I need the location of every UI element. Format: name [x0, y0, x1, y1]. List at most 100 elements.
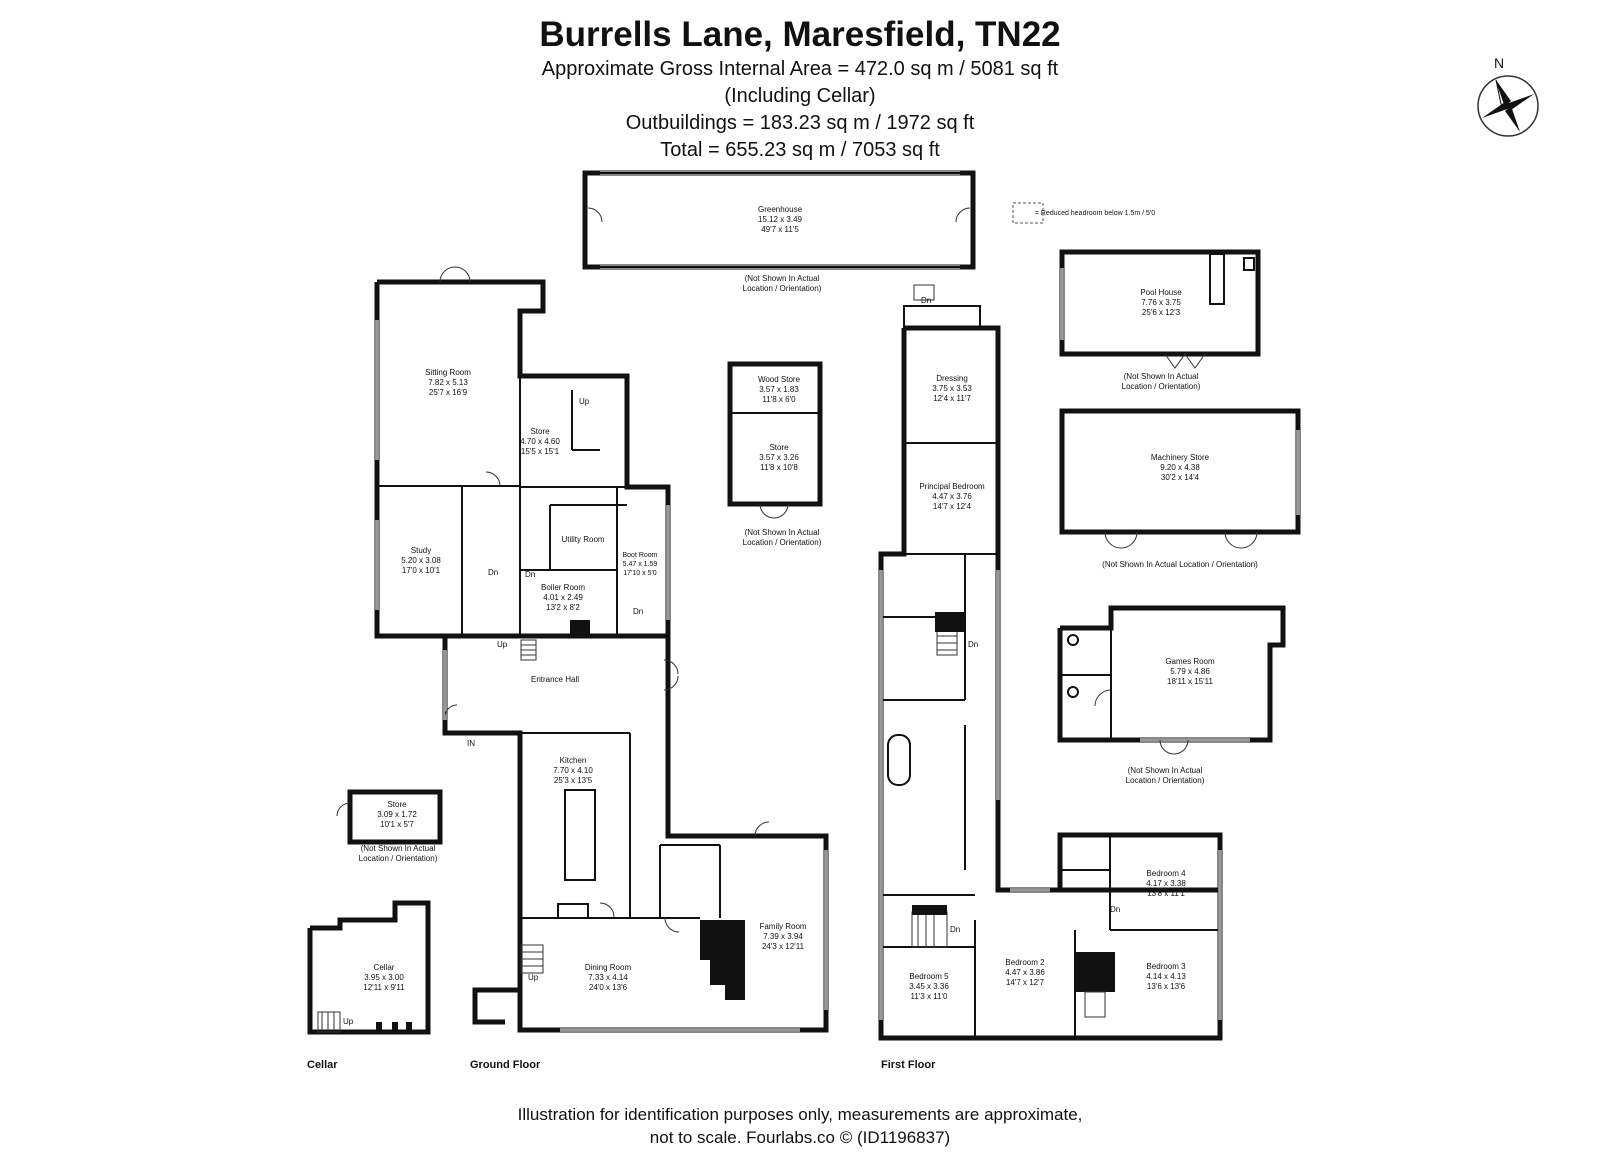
kitchen-metric: 7.70 x 4.10 — [553, 766, 593, 775]
dn-marker: Dn — [950, 925, 960, 934]
up-marker: Up — [497, 640, 508, 649]
small-store-name: Store — [387, 800, 407, 809]
compass: N — [1477, 55, 1539, 137]
principal-bedroom-metric: 4.47 x 3.76 — [932, 492, 972, 501]
up-marker: Up — [528, 973, 539, 982]
wood-store-metric: 3.57 x 1.83 — [759, 385, 799, 394]
store-out-name: Store — [769, 443, 789, 452]
ground-stairs-icon — [520, 639, 544, 974]
pool-house-note-2: Location / Orientation) — [1122, 382, 1201, 391]
header: Burrells Lane, Maresfield, TN22 Approxim… — [400, 14, 1200, 164]
area-note: (Including Cellar) — [724, 85, 876, 107]
floor-label-ground: Ground Floor — [470, 1059, 541, 1071]
study-name: Study — [411, 546, 431, 555]
games-room-metric: 5.79 x 4.86 — [1170, 667, 1210, 676]
bedroom4-metric: 4.17 x 3.38 — [1146, 879, 1186, 888]
small-store-plan: Store 3.09 x 1.72 10'1 x 5'7 (Not Shown … — [336, 789, 443, 863]
store-out-metric: 3.57 x 3.26 — [759, 453, 799, 462]
area-line: Approximate Gross Internal Area = 472.0 … — [541, 58, 1059, 80]
boot-room-metric: 5.47 x 1.59 — [623, 561, 658, 568]
games-room-name: Games Room — [1165, 657, 1215, 666]
machinery-store-imperial: 30'2 x 14'4 — [1161, 473, 1200, 482]
cellar-imperial: 12'11 x 9'11 — [363, 983, 405, 992]
bedroom2-metric: 4.47 x 3.86 — [1005, 968, 1045, 977]
store-ground-name: Store — [530, 427, 550, 436]
machinery-store-metric: 9.20 x 4.38 — [1160, 463, 1200, 472]
page-title: Burrells Lane, Maresfield, TN22 — [539, 15, 1061, 54]
bedroom3-name: Bedroom 3 — [1146, 962, 1186, 971]
dining-room-imperial: 24'0 x 13'6 — [589, 983, 628, 992]
sitting-room-imperial: 25'7 x 16'9 — [429, 388, 468, 397]
cellar-name: Cellar — [374, 963, 395, 972]
small-store-note-1: (Not Shown In Actual — [361, 844, 436, 853]
study-imperial: 17'0 x 10'1 — [402, 566, 441, 575]
boot-room-name: Boot Room — [622, 552, 657, 559]
compass-label: N — [1494, 55, 1504, 71]
wood-store-imperial: 11'8 x 6'0 — [762, 395, 796, 404]
legend-text: = Reduced headroom below 1.5m / 5'0 — [1035, 210, 1155, 217]
disclaimer-line-2: not to scale. Fourlabs.co © (ID1196837) — [649, 1128, 951, 1147]
entrance-hall-name: Entrance Hall — [531, 675, 579, 684]
wood-store-note-1: (Not Shown In Actual — [745, 528, 820, 537]
greenhouse-name: Greenhouse — [758, 205, 803, 214]
floor-label-cellar: Cellar — [307, 1059, 338, 1071]
bedroom5-name: Bedroom 5 — [909, 972, 949, 981]
outbuildings-line: Outbuildings = 183.23 sq m / 1972 sq ft — [625, 112, 975, 134]
machinery-store-note: (Not Shown In Actual Location / Orientat… — [1102, 560, 1258, 569]
small-store-metric: 3.09 x 1.72 — [377, 810, 417, 819]
dressing-imperial: 12'4 x 11'7 — [933, 394, 971, 403]
sitting-room-name: Sitting Room — [425, 368, 471, 377]
pool-house-plan: Pool House 7.76 x 3.75 25'6 x 12'3 (Not … — [1059, 249, 1261, 391]
boiler-room-imperial: 13'2 x 8'2 — [546, 603, 580, 612]
wood-store-name: Wood Store — [758, 375, 801, 384]
pool-house-name: Pool House — [1140, 288, 1182, 297]
floor-label-first: First Floor — [881, 1059, 936, 1071]
boiler-room-metric: 4.01 x 2.49 — [543, 593, 583, 602]
boot-room-imperial: 17'10 x 5'0 — [623, 570, 657, 577]
greenhouse-note-2: Location / Orientation) — [743, 284, 822, 293]
dressing-name: Dressing — [936, 374, 968, 383]
games-room-note-2: Location / Orientation) — [1126, 776, 1205, 785]
reduced-headroom-swatch — [1012, 202, 1044, 224]
games-room-plan: Games Room 5.79 x 4.86 18'11 x 15'11 (No… — [1057, 605, 1286, 785]
machinery-store-name: Machinery Store — [1151, 453, 1210, 462]
kitchen-imperial: 25'3 x 13'5 — [554, 776, 593, 785]
compass-arrow-icon — [1496, 80, 1511, 106]
small-store-note-2: Location / Orientation) — [359, 854, 438, 863]
boiler-room-name: Boiler Room — [541, 583, 585, 592]
machinery-store-plan: Machinery Store 9.20 x 4.38 30'2 x 14'4 … — [1059, 408, 1301, 569]
dn-marker: Dn — [968, 640, 978, 649]
sitting-room-metric: 7.82 x 5.13 — [428, 378, 468, 387]
store-out-imperial: 11'8 x 10'8 — [760, 463, 798, 472]
bedroom5-metric: 3.45 x 3.36 — [909, 982, 949, 991]
footer: Illustration for identification purposes… — [350, 1103, 1250, 1149]
games-room-note-1: (Not Shown In Actual — [1128, 766, 1203, 775]
total-line: Total = 655.23 sq m / 7053 sq ft — [660, 139, 940, 161]
dn-marker: Dn — [633, 607, 643, 616]
principal-bedroom-name: Principal Bedroom — [919, 482, 985, 491]
bedroom3-metric: 4.14 x 4.13 — [1146, 972, 1186, 981]
dn-marker: Dn — [525, 570, 535, 579]
kitchen-name: Kitchen — [560, 756, 587, 765]
first-floor-plan: Dn Dressing 3.75 x 3.53 12'4 x 11'7 Prin… — [878, 284, 1223, 1041]
wood-store-plan: Wood Store 3.57 x 1.83 11'8 x 6'0 Store … — [727, 361, 823, 547]
store-ground-imperial: 15'5 x 15'1 — [521, 447, 560, 456]
entrance-marker: IN — [467, 739, 475, 748]
cellar-plan: Cellar 3.95 x 3.00 12'11 x 9'11 Up — [307, 900, 431, 1035]
bedroom5-imperial: 11'3 x 11'0 — [910, 992, 948, 1001]
disclaimer-line-1: Illustration for identification purposes… — [517, 1105, 1083, 1124]
dn-marker: Dn — [488, 568, 498, 577]
dn-marker: Dn — [921, 296, 931, 305]
family-room-name: Family Room — [759, 922, 806, 931]
store-ground-metric: 4.70 x 4.60 — [520, 437, 560, 446]
pool-house-note-1: (Not Shown In Actual — [1124, 372, 1199, 381]
legend: = Reduced headroom below 1.5m / 5'0 — [1012, 202, 1155, 224]
up-marker: Up — [579, 397, 590, 406]
study-metric: 5.20 x 3.08 — [401, 556, 441, 565]
greenhouse-metric: 15.12 x 3.49 — [758, 215, 803, 224]
ground-floor-plan: Sitting Room 7.82 x 5.13 25'7 x 16'9 Sto… — [374, 266, 829, 1033]
cellar-metric: 3.95 x 3.00 — [364, 973, 404, 982]
dining-room-name: Dining Room — [585, 963, 632, 972]
bedroom3-imperial: 13'6 x 13'6 — [1147, 982, 1186, 991]
